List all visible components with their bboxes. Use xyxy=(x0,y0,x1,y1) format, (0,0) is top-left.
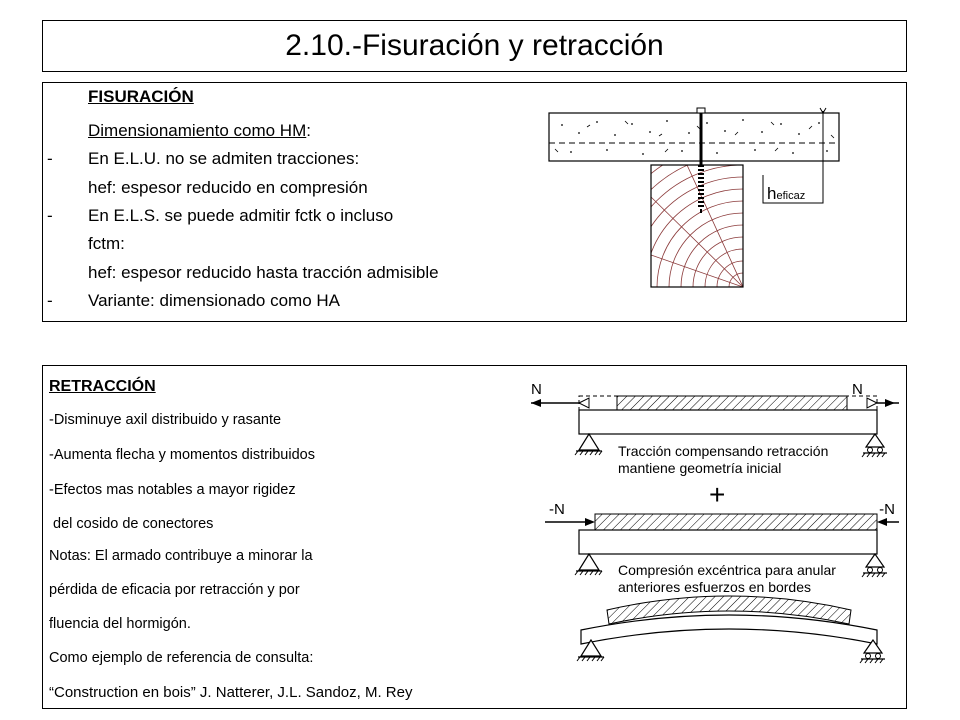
deflected-timber-beam xyxy=(580,614,878,645)
right-arrowhead-icon xyxy=(866,397,879,409)
ret-line-1: -Aumenta flecha y momentos distribuidos xyxy=(49,447,315,463)
pin-support-icon xyxy=(574,433,603,456)
ret-line-2: -Efectos mas notables a mayor rigidez xyxy=(49,482,296,498)
arrow-left-icon-2 xyxy=(877,518,887,526)
roller-support-icon xyxy=(861,433,888,458)
timber-beam-1 xyxy=(578,409,878,435)
fisuracion-subheading: Dimensionamiento como HM: xyxy=(88,121,311,141)
retraccion-section: RETRACCIÓN -Disminuye axil distribuido y… xyxy=(42,365,907,709)
h-eficaz-label: heficaz xyxy=(767,184,805,203)
left-arrowhead-icon xyxy=(577,397,590,409)
ret-line-0: -Disminuye axil distribuido y rasante xyxy=(49,412,282,428)
screw-head xyxy=(696,107,706,114)
plus-sign: + xyxy=(709,479,725,510)
dimension-tick-icon xyxy=(819,107,827,114)
title-box: 2.10.-Fisuración y retracción xyxy=(42,20,907,72)
caption-tension-2: mantiene geometría inicial xyxy=(618,460,781,476)
ret-line-5: pérdida de eficacia por retracción y por xyxy=(49,582,300,598)
timber-beam-2 xyxy=(578,529,878,555)
fis-line-0: En E.L.U. no se admiten tracciones: xyxy=(88,149,360,168)
fis-line-2: En E.L.S. se puede admitir fctk o inclus… xyxy=(88,206,394,225)
fis-line-3: fctm: xyxy=(88,234,125,253)
roller-support-icon-3 xyxy=(859,639,886,664)
beam-diagram-deflected xyxy=(576,595,886,664)
force-label-minus-n-left: -N xyxy=(549,501,565,518)
deflected-slab xyxy=(606,595,852,625)
fis-bullet-0: - xyxy=(47,149,53,168)
aggregate-ticks xyxy=(554,120,835,153)
ret-line-8: “Construction en bois” J. Natterer, J.L.… xyxy=(49,684,413,701)
aggregate-dots xyxy=(561,119,828,155)
subheading-underlined: Dimensionamiento como HM xyxy=(88,121,307,140)
ret-line-7: Como ejemplo de referencia de consulta: xyxy=(49,650,314,666)
arrow-right-icon-2 xyxy=(585,518,595,526)
ret-line-4: Notas: El armado contribuye a minorar la xyxy=(49,548,313,564)
arrow-right-icon xyxy=(885,399,895,407)
fisuracion-heading: FISURACIÓN xyxy=(88,87,194,106)
label-box xyxy=(762,173,824,204)
arrow-left-icon xyxy=(531,399,541,407)
timber-beam xyxy=(650,164,744,288)
caption-compression-2: anteriores esfuerzos en bordes xyxy=(618,579,811,595)
fisuracion-section: FISURACIÓN Dimensionamiento como HM: - E… xyxy=(42,82,907,322)
roller-support-icon-2 xyxy=(861,553,888,578)
ret-line-6: fluencia del hormigón. xyxy=(49,616,191,632)
fis-bullet-2: - xyxy=(47,206,53,225)
beam-diagram-tension: N N N Tracción compensando retracción ma… xyxy=(531,381,899,476)
caption-tension-1: Tracción compensando retracción xyxy=(618,443,828,459)
timber-grain xyxy=(651,165,743,287)
ret-line-3: del cosido de conectores xyxy=(49,516,214,532)
force-label-n-right-visible: N xyxy=(852,381,863,398)
beam-diagram-compression: -N -N Compresión excéntrica para anular … xyxy=(545,501,899,595)
force-label-n-left: N xyxy=(531,381,542,398)
fis-line-4: hef: espesor reducido hasta tracción adm… xyxy=(88,263,439,282)
fis-line-1: hef: espesor reducido en compresión xyxy=(88,178,368,197)
fis-line-5: Variante: dimensionado como HA xyxy=(88,291,340,310)
concrete-slab xyxy=(548,112,840,162)
force-label-minus-n-right: -N xyxy=(879,501,895,518)
caption-compression-1: Compresión excéntrica para anular xyxy=(618,562,836,578)
slab-compressed xyxy=(594,513,878,531)
page-title: 2.10.-Fisuración y retracción xyxy=(285,29,664,62)
pin-support-icon-2 xyxy=(574,553,603,576)
composite-section-diagram: heficaz xyxy=(548,107,840,288)
shrinkage-beam-diagrams: N N N Tracción compensando retracción ma… xyxy=(531,381,899,664)
fis-bullet-5: - xyxy=(47,291,53,310)
retraccion-heading: RETRACCIÓN xyxy=(49,378,156,395)
subheading-rest: : xyxy=(306,121,311,140)
shrunk-slab xyxy=(616,395,848,411)
